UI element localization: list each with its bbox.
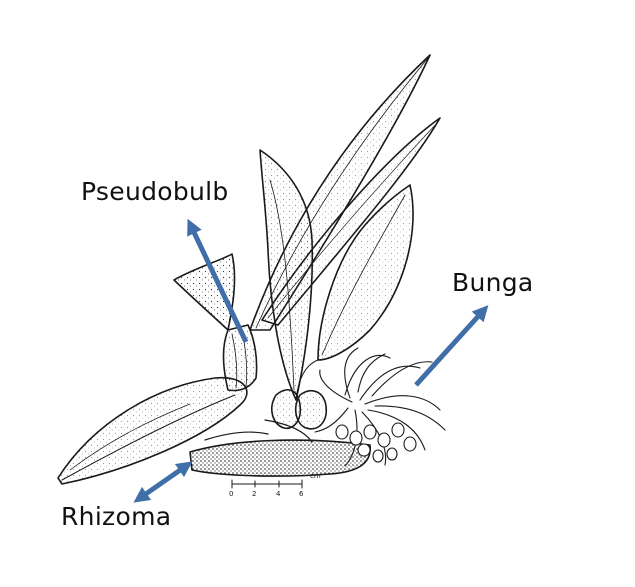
- flower-cluster: [314, 347, 446, 467]
- bunga-label: Bunga: [452, 268, 534, 297]
- scale-bar: [231, 479, 303, 489]
- scale-tick-label: 6: [299, 490, 304, 498]
- rhizoma-label: Rhizoma: [61, 502, 172, 531]
- pseudobulb-label: Pseudobulb: [81, 177, 229, 206]
- rhizome-stem: [189, 419, 371, 477]
- scale-tick-label: 4: [276, 490, 281, 498]
- rhizoma-arrow: [133, 461, 193, 503]
- base-pseudobulbs: [271, 359, 328, 430]
- scale-bar-labels: 0 2 4 6 cm: [229, 472, 321, 498]
- scale-tick-label: 2: [252, 490, 256, 498]
- middle-leaf: [259, 149, 314, 401]
- annotation-arrows: [133, 218, 489, 503]
- pseudobulb-arrow: [187, 218, 249, 344]
- scale-tick-label: 0: [229, 490, 233, 498]
- scale-unit-label: cm: [310, 472, 321, 480]
- orchid-illustration: [57, 54, 446, 489]
- bunga-arrow: [414, 305, 489, 387]
